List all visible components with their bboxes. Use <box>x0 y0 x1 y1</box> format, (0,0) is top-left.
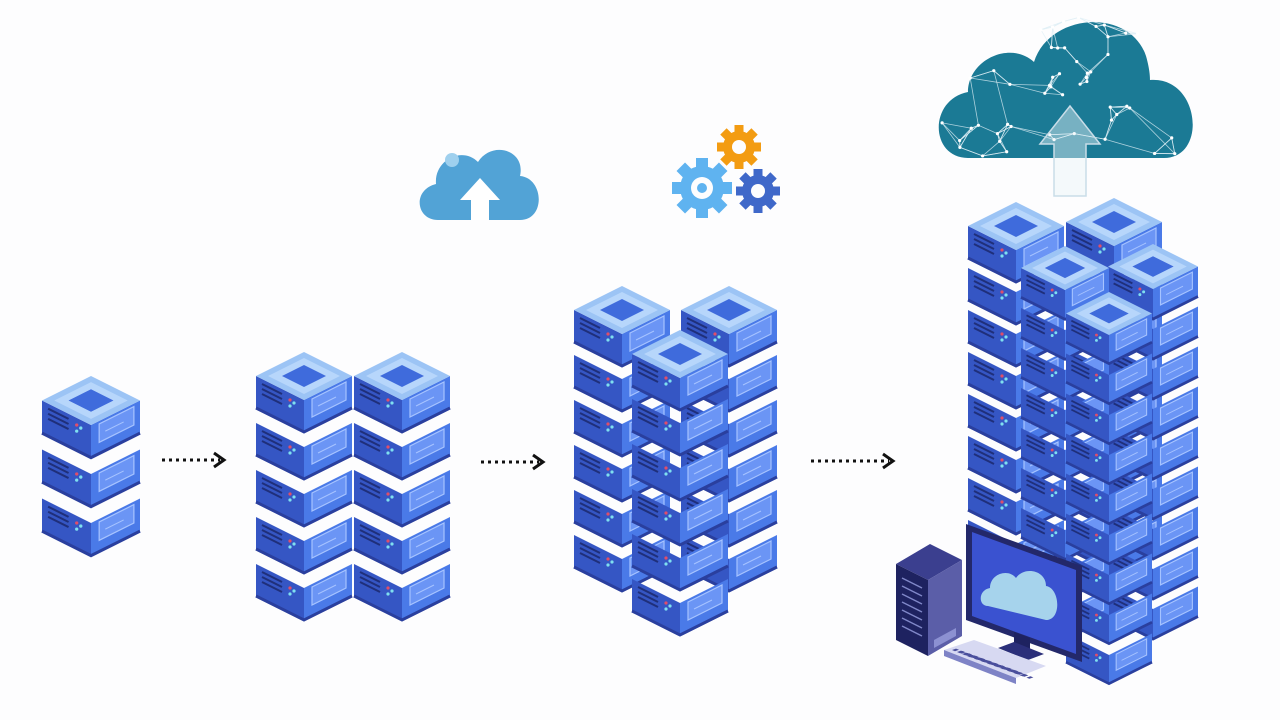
growth-arrow-3 <box>811 452 896 470</box>
server-rack-3 <box>630 330 730 637</box>
server-rack-2 <box>352 352 452 622</box>
gears-icon <box>672 125 780 218</box>
desktop-computer-icon <box>896 524 1082 684</box>
server-rack-1 <box>40 376 142 558</box>
triple-server-stack <box>572 286 779 637</box>
double-server-stack <box>254 352 452 622</box>
growth-arrow-1 <box>162 451 227 469</box>
growth-arrow-2 <box>481 453 546 471</box>
server-rack-1 <box>254 352 354 622</box>
single-server-stack <box>40 376 142 558</box>
network-cloud-icon <box>938 15 1193 197</box>
cloud-upload-icon <box>419 149 539 220</box>
